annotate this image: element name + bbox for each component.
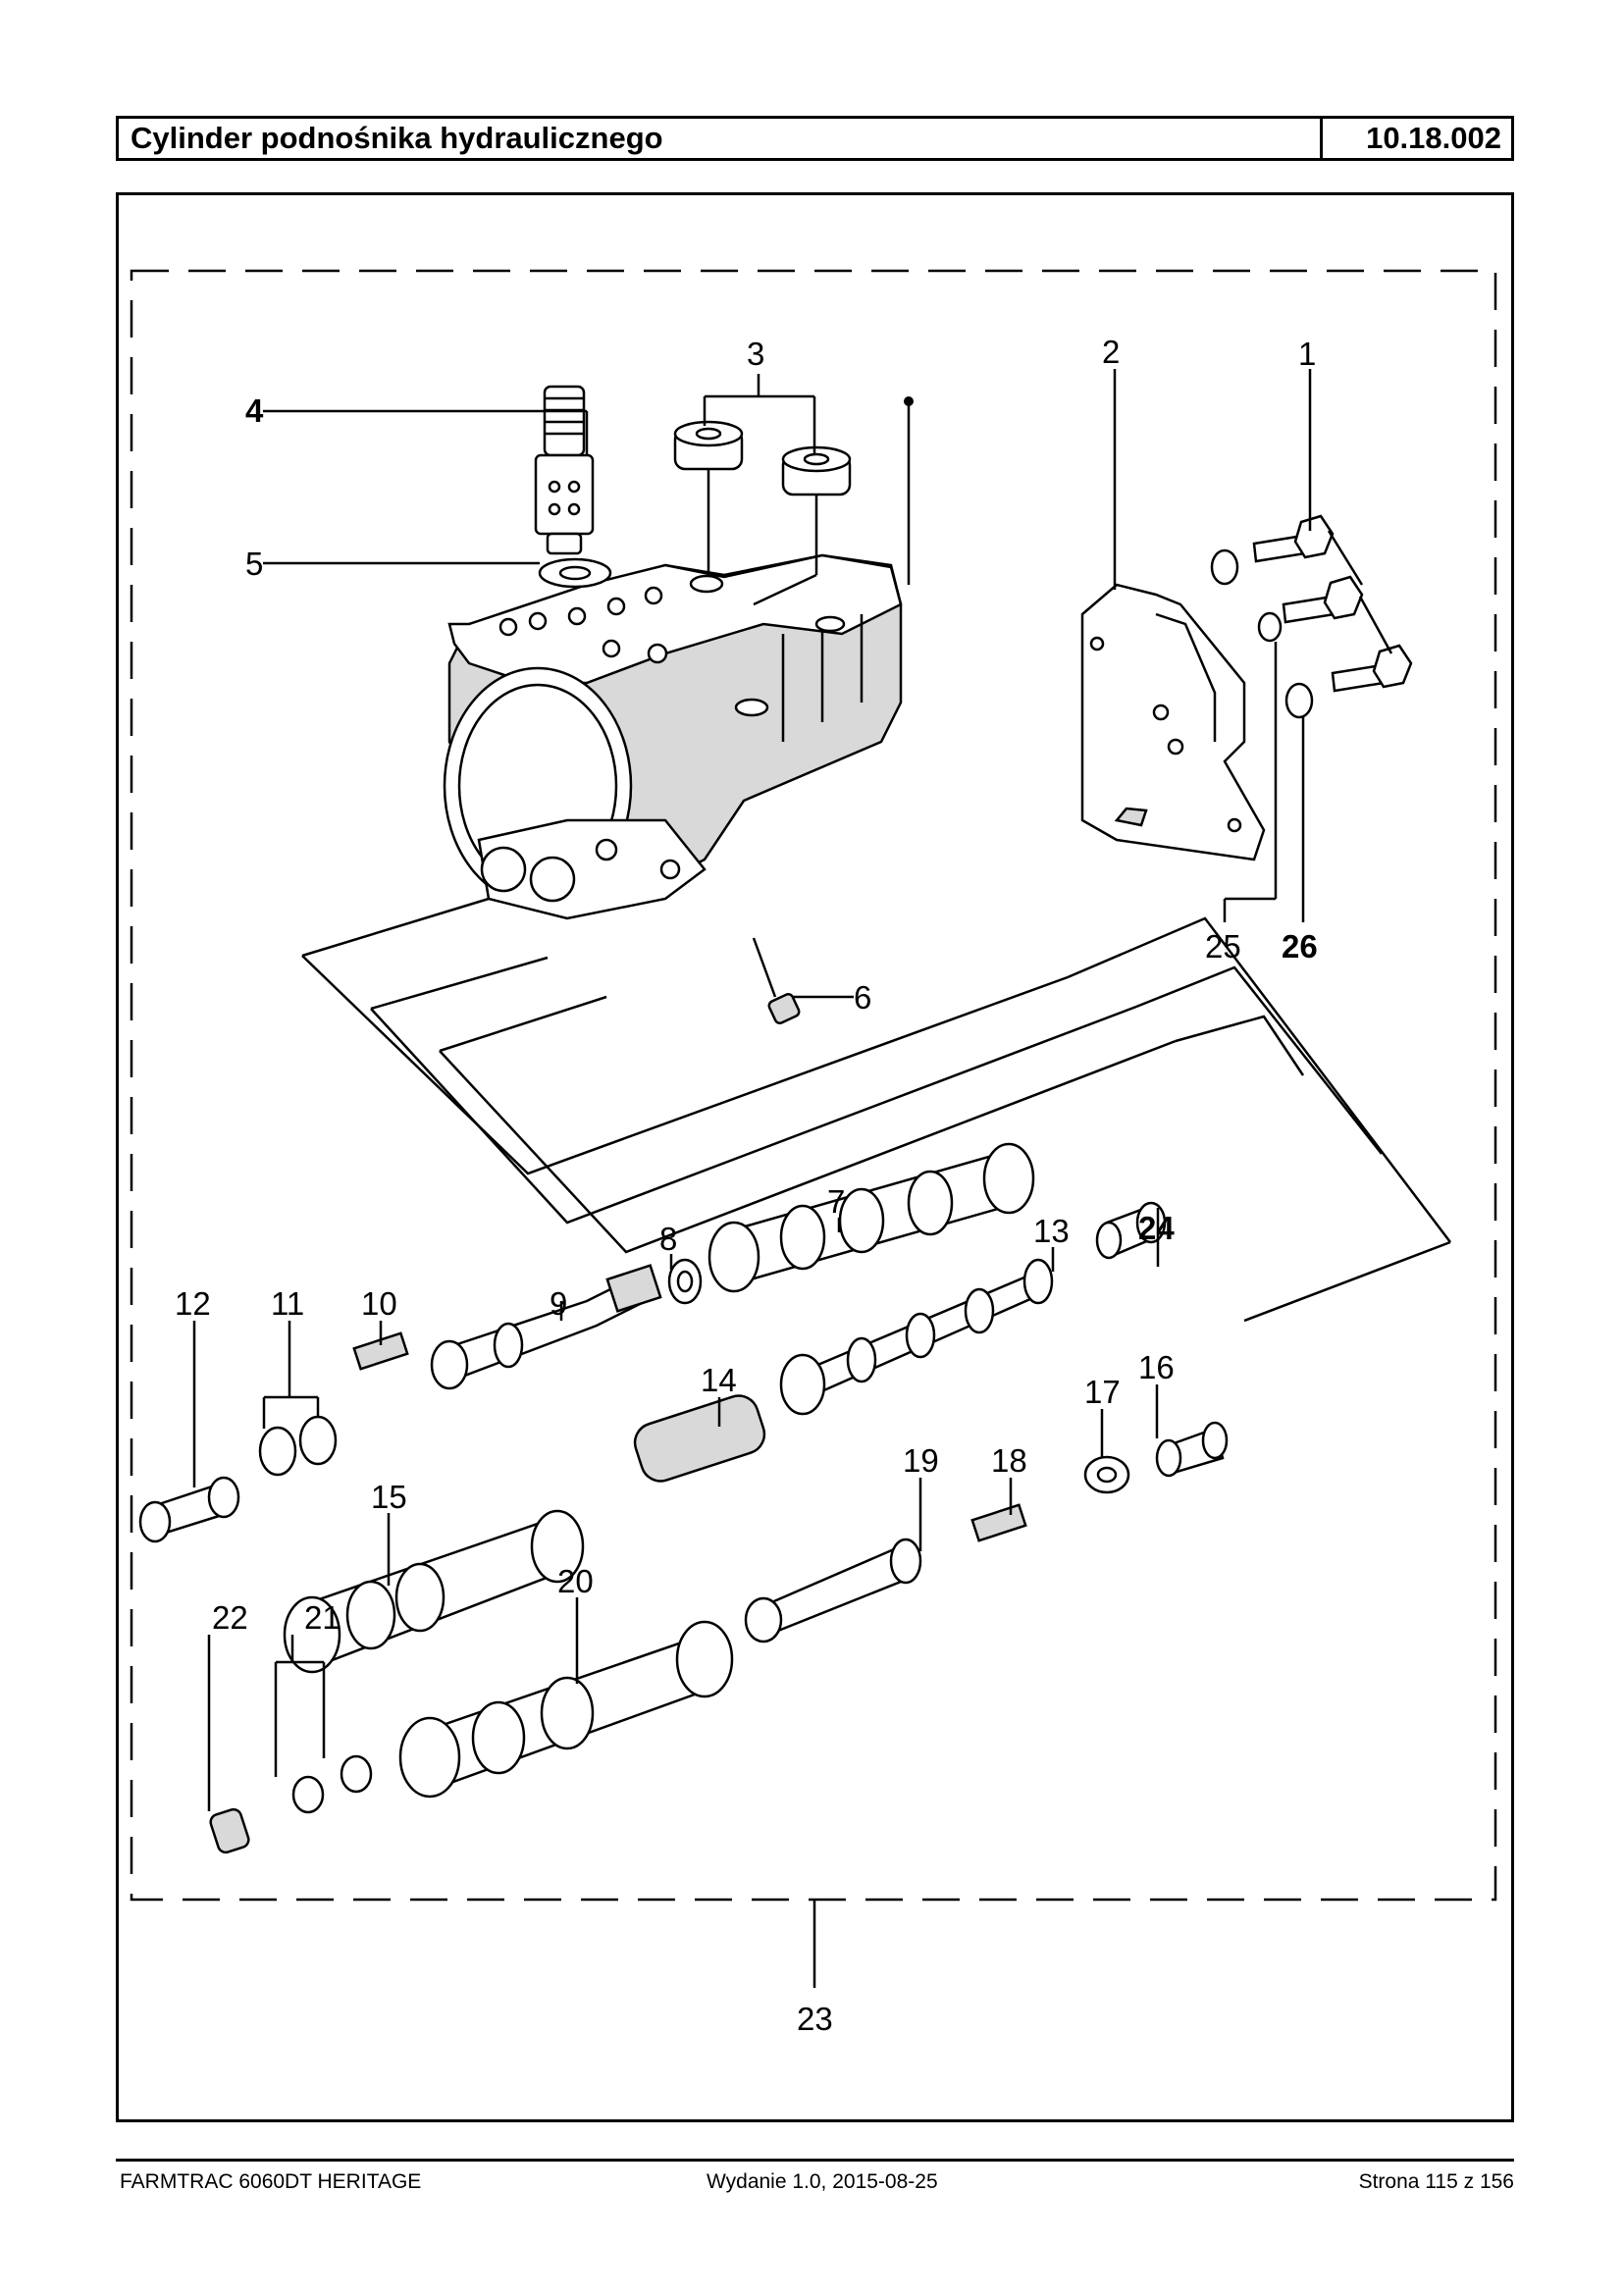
footer-model: FARMTRAC 6060DT HERITAGE <box>120 2170 422 2193</box>
cylinder-housing <box>443 553 903 920</box>
section-code: 10.18.002 <box>1366 121 1501 155</box>
callout-2: 2 <box>1102 334 1120 370</box>
part-16-cap <box>1155 1421 1229 1478</box>
part-20-spool <box>398 1620 734 1799</box>
part-3-bushings <box>673 420 852 606</box>
part-21-ring-a <box>291 1775 325 1814</box>
callout-9: 9 <box>550 1285 567 1322</box>
callout-labels: 1 2 3 4 5 6 7 8 9 10 11 12 13 14 15 16 1… <box>175 334 1318 2037</box>
callout-1: 1 <box>1298 336 1316 372</box>
leader-lines <box>192 369 1312 1988</box>
part-7-spool <box>707 1142 1035 1293</box>
callout-17: 17 <box>1084 1374 1121 1410</box>
part-15-spool <box>283 1509 585 1674</box>
part-21-ring-b <box>340 1754 373 1794</box>
page-title: Cylinder podnośnika hydraulicznego <box>119 119 1323 158</box>
valve-group-outline <box>301 897 1451 1323</box>
callout-22: 22 <box>212 1599 248 1636</box>
callout-24: 24 <box>1138 1210 1175 1246</box>
part-18-spring <box>970 1503 1027 1542</box>
footer-divider <box>116 2159 1514 2162</box>
callout-15: 15 <box>371 1479 407 1515</box>
callout-23: 23 <box>797 2001 833 2037</box>
footer-page-number: Strona 115 z 156 <box>1358 2170 1514 2193</box>
part-8-washer <box>667 1258 703 1305</box>
part-11-ring-b <box>298 1415 338 1466</box>
callout-25: 25 <box>1205 928 1241 965</box>
callout-14: 14 <box>701 1362 737 1398</box>
callout-11: 11 <box>271 1285 304 1322</box>
part-9-valve <box>430 1264 662 1390</box>
part-26-washer <box>1284 682 1314 719</box>
part-13-rod <box>779 1258 1054 1416</box>
callout-18: 18 <box>991 1442 1027 1479</box>
callout-12: 12 <box>175 1285 211 1322</box>
part-12-plunger <box>138 1476 240 1543</box>
part-24-sleeve <box>1095 1201 1167 1260</box>
drawing-frame <box>116 192 1514 2122</box>
part-14-spring <box>633 1394 766 1483</box>
callout-6: 6 <box>854 979 871 1016</box>
callout-8: 8 <box>659 1221 677 1257</box>
part-4-valve <box>534 385 595 555</box>
footer-edition: Wydanie 1.0, 2015-08-25 <box>707 2170 938 2193</box>
callout-16: 16 <box>1138 1349 1175 1385</box>
exploded-parts-diagram: 1 2 3 4 5 6 7 8 9 10 11 12 13 14 15 16 1… <box>130 269 1497 2037</box>
callout-4: 4 <box>245 392 264 429</box>
callout-10: 10 <box>361 1285 397 1322</box>
callout-26: 26 <box>1282 928 1318 965</box>
callout-13: 13 <box>1033 1213 1070 1249</box>
page-header: Cylinder podnośnika hydraulicznego 10.18… <box>116 116 1514 161</box>
callout-19: 19 <box>903 1442 939 1479</box>
callout-7: 7 <box>827 1183 845 1220</box>
callout-21: 21 <box>304 1599 341 1636</box>
part-11-ring-a <box>258 1426 297 1477</box>
callout-5: 5 <box>245 546 263 582</box>
callout-20: 20 <box>557 1563 594 1599</box>
part-17-washer <box>1083 1455 1130 1494</box>
part-25-washer <box>1257 611 1283 643</box>
part-1-bolts <box>1252 514 1413 693</box>
callout-3: 3 <box>747 336 764 372</box>
part-19-pin <box>744 1538 922 1643</box>
part-10-spring <box>352 1331 409 1371</box>
part-2-bracket <box>1080 583 1266 861</box>
washer-extra <box>1210 548 1239 586</box>
part-6-plug <box>752 937 801 1024</box>
part-22-plug <box>209 1807 250 1854</box>
